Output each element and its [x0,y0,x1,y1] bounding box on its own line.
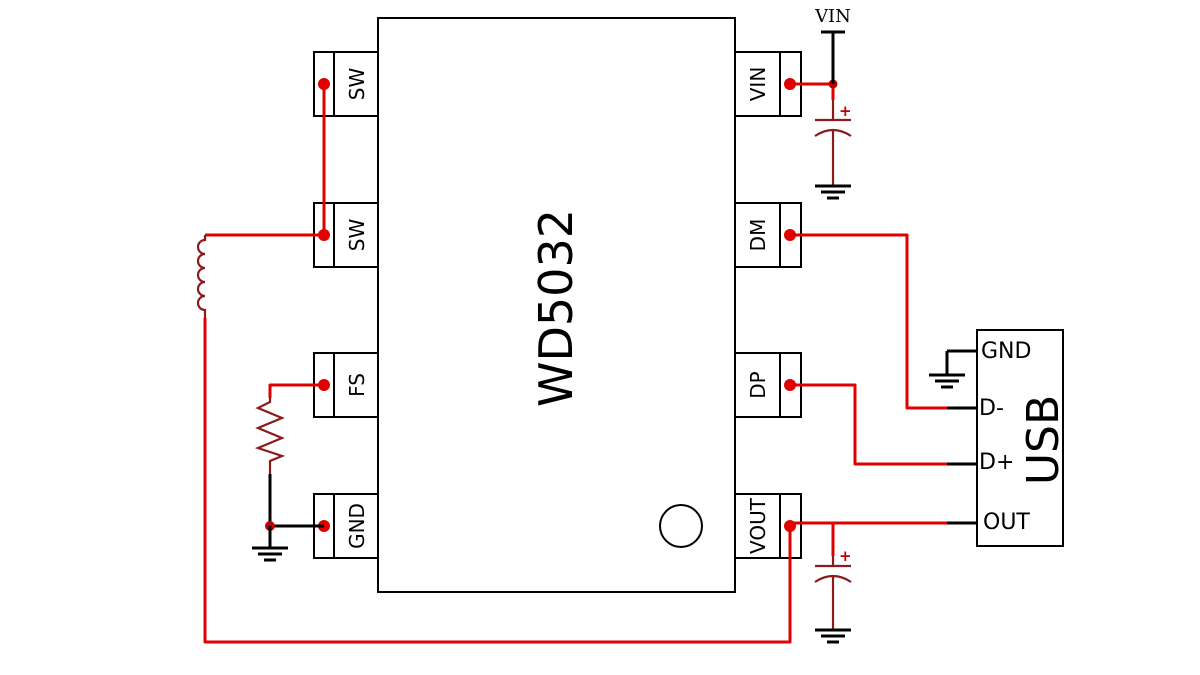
polarity-mark: + [839,102,852,120]
junction-dot [784,520,796,532]
usb-pin-label-dminus: D- [979,396,1004,421]
ground-symbol-fs [252,526,288,562]
chip-pin-label: VOUT [746,497,770,554]
resistor-symbol [254,398,286,474]
chip-pin-label: DM [746,219,770,252]
wire-inductor-vout [203,318,792,644]
chip-pin-gnd: GND [313,493,379,559]
wire-fs-resistor [268,383,324,398]
vin-supply: VIN [814,6,851,84]
ground-symbol-usb [929,351,965,389]
pin1-marker [659,504,703,548]
wire-dp [790,383,947,466]
usb-title: USB [1018,395,1069,485]
junction-dot [318,379,330,391]
junction-dot [318,78,330,90]
chip-pin-label: DP [746,371,770,398]
chip-pin-label: GND [345,503,369,549]
usb-pin-label-out: OUT [983,510,1030,535]
usb-connector-body [976,329,1064,547]
junction-dot [784,379,796,391]
junction-dot [784,78,796,90]
chip-name: WD5032 [529,209,583,407]
output-capacitor: + [814,547,852,630]
input-capacitor: + [814,100,852,186]
chip-pin-label: SW [345,219,369,252]
usb-pin-label-dplus: D+ [979,450,1014,475]
polarity-mark: + [839,547,852,565]
chip-body [377,17,736,593]
inductor-symbol [196,235,207,318]
ground-symbol-vout [815,628,851,644]
vin-label: VIN [814,6,851,27]
chip-pin-label: VIN [746,67,770,102]
junction-dot [784,229,796,241]
ground-symbol-vin [815,184,851,200]
chip-pin-label: SW [345,68,369,101]
chip-pin-label: FS [345,373,369,397]
wire-dm [790,233,947,410]
junction-dot [318,229,330,241]
usb-pin-label-gnd: GND [981,339,1031,364]
